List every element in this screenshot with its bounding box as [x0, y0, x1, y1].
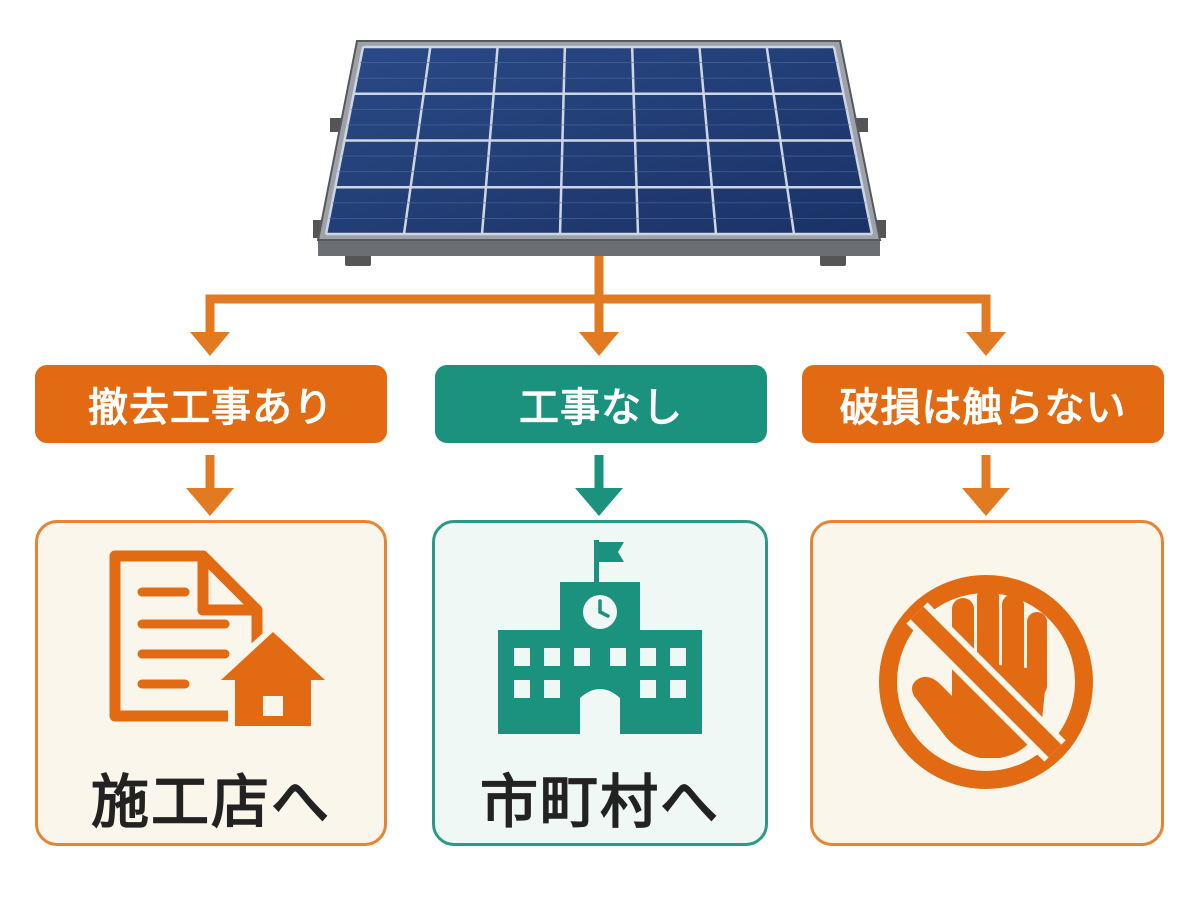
condition-damaged: 破損は触らない — [802, 365, 1164, 443]
card-do-not-touch — [810, 520, 1164, 846]
destination-municipality: 市町村へ — [479, 768, 720, 836]
arrow-center-bottom — [575, 488, 623, 516]
condition-removal-work: 撤去工事あり — [35, 365, 387, 443]
card-municipality: 市町村へ — [432, 520, 768, 846]
destination-installer: 施工店へ — [90, 768, 331, 836]
arrow-left-top — [190, 332, 230, 356]
card-installer: 施工店へ — [35, 520, 387, 846]
arrow-right-bottom — [962, 488, 1010, 516]
arrow-right-top — [966, 332, 1006, 356]
city-hall-building-icon — [498, 540, 702, 734]
condition-no-work: 工事なし — [435, 365, 767, 443]
branch-line — [205, 294, 991, 336]
arrow-left-bottom — [186, 488, 234, 516]
arrow-center-top — [579, 332, 619, 356]
no-touch-hand-icon — [879, 575, 1093, 789]
flow-connectors — [186, 256, 1010, 516]
document-with-house-icon — [109, 550, 333, 730]
solar-panel-icon — [313, 40, 886, 266]
